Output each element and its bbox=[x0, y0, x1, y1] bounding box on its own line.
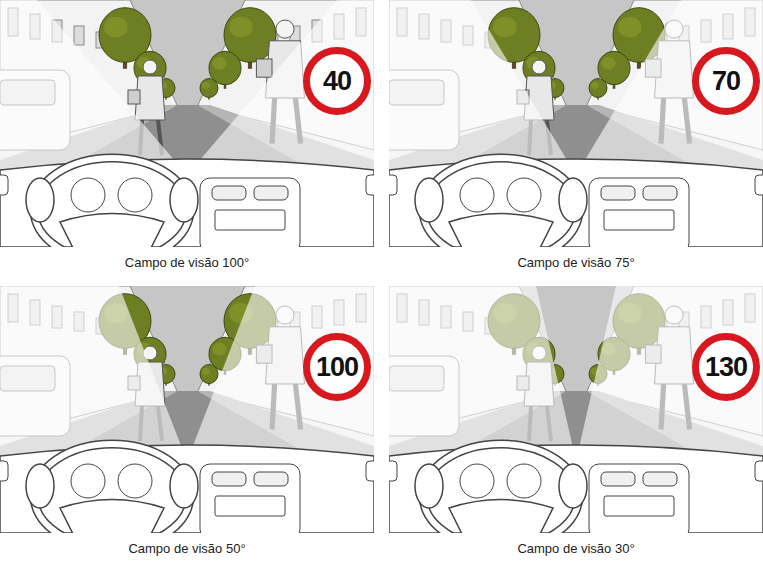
scene-panel bbox=[0, 286, 380, 548]
tree-leaves bbox=[212, 57, 226, 70]
tree-leaves bbox=[104, 17, 127, 38]
tree-leaves bbox=[493, 17, 516, 38]
gauge bbox=[507, 464, 541, 498]
tree-leaves bbox=[591, 82, 599, 89]
speed-limit-sign: 100 bbox=[303, 333, 371, 401]
console-vent bbox=[254, 186, 288, 200]
console-vent bbox=[643, 472, 677, 486]
steering-wheel bbox=[423, 158, 579, 247]
air-vent bbox=[366, 461, 374, 481]
radio-display bbox=[604, 210, 674, 230]
center-console bbox=[200, 178, 300, 247]
steering-wheel bbox=[423, 444, 579, 533]
console-vent bbox=[212, 472, 246, 486]
vision-mask bbox=[389, 0, 763, 247]
steering-hub bbox=[60, 214, 164, 248]
tree-leaves bbox=[618, 17, 641, 38]
speed-number: 130 bbox=[705, 354, 747, 381]
vision-mask bbox=[0, 286, 374, 533]
background bbox=[389, 0, 763, 247]
hand bbox=[415, 464, 443, 508]
gauge bbox=[507, 178, 541, 212]
background bbox=[389, 286, 763, 533]
scene-panel bbox=[0, 0, 380, 262]
caption: Campo de visão 50° bbox=[0, 541, 374, 556]
scene-panel bbox=[379, 286, 763, 548]
scene-panel bbox=[379, 0, 763, 262]
hand bbox=[170, 178, 198, 222]
steering-wheel-rim bbox=[34, 444, 190, 533]
speed-limit-sign: 40 bbox=[303, 47, 371, 115]
tree-crown bbox=[589, 79, 607, 98]
caption: Campo de visão 75° bbox=[389, 255, 763, 270]
tree-leaves bbox=[212, 343, 226, 356]
steering-wheel bbox=[34, 158, 190, 247]
console-vent bbox=[601, 472, 635, 486]
gauge bbox=[71, 464, 105, 498]
tree-leaves bbox=[229, 17, 252, 38]
speed-number: 40 bbox=[323, 68, 351, 95]
steering-wheel-rim bbox=[423, 158, 579, 247]
steering-wheel bbox=[34, 444, 190, 533]
center-console bbox=[589, 178, 689, 247]
vision-mask bbox=[0, 0, 374, 247]
steering-hub bbox=[449, 500, 553, 534]
air-vent bbox=[366, 175, 374, 195]
gauge bbox=[71, 178, 105, 212]
caption: Campo de visão 30° bbox=[389, 541, 763, 556]
air-vent bbox=[389, 175, 397, 195]
air-vent bbox=[0, 461, 8, 481]
background bbox=[0, 286, 374, 533]
gauge bbox=[460, 464, 494, 498]
hand bbox=[559, 464, 587, 508]
tree-crown bbox=[200, 79, 218, 98]
hand bbox=[415, 178, 443, 222]
center-console bbox=[200, 464, 300, 533]
steering-wheel-rim bbox=[423, 444, 579, 533]
console-vent bbox=[254, 472, 288, 486]
air-vent bbox=[389, 461, 397, 481]
steering-hub bbox=[60, 500, 164, 534]
window bbox=[74, 26, 84, 45]
tree-leaves bbox=[601, 57, 615, 70]
gauge bbox=[118, 464, 152, 498]
tree-crown bbox=[200, 365, 218, 384]
speed-number: 70 bbox=[712, 68, 740, 95]
vision-mask bbox=[389, 286, 763, 533]
steering-wheel-rim bbox=[34, 158, 190, 247]
hand bbox=[26, 178, 54, 222]
speed-limit-sign: 70 bbox=[692, 47, 760, 115]
gauge bbox=[460, 178, 494, 212]
tree-leaves bbox=[202, 368, 210, 375]
hand bbox=[26, 464, 54, 508]
console-vent bbox=[601, 186, 635, 200]
tree-leaves bbox=[202, 82, 210, 89]
air-vent bbox=[755, 175, 763, 195]
air-vent bbox=[755, 461, 763, 481]
center-console bbox=[589, 464, 689, 533]
radio-display bbox=[215, 496, 285, 516]
hand bbox=[559, 178, 587, 222]
gauge bbox=[118, 178, 152, 212]
speed-number: 100 bbox=[316, 354, 358, 381]
background bbox=[0, 0, 374, 247]
console-vent bbox=[212, 186, 246, 200]
console-vent bbox=[643, 186, 677, 200]
hand bbox=[170, 464, 198, 508]
radio-display bbox=[215, 210, 285, 230]
caption: Campo de visão 100° bbox=[0, 255, 374, 270]
radio-display bbox=[604, 496, 674, 516]
air-vent bbox=[0, 175, 8, 195]
speed-limit-sign: 130 bbox=[692, 333, 760, 401]
steering-hub bbox=[449, 214, 553, 248]
